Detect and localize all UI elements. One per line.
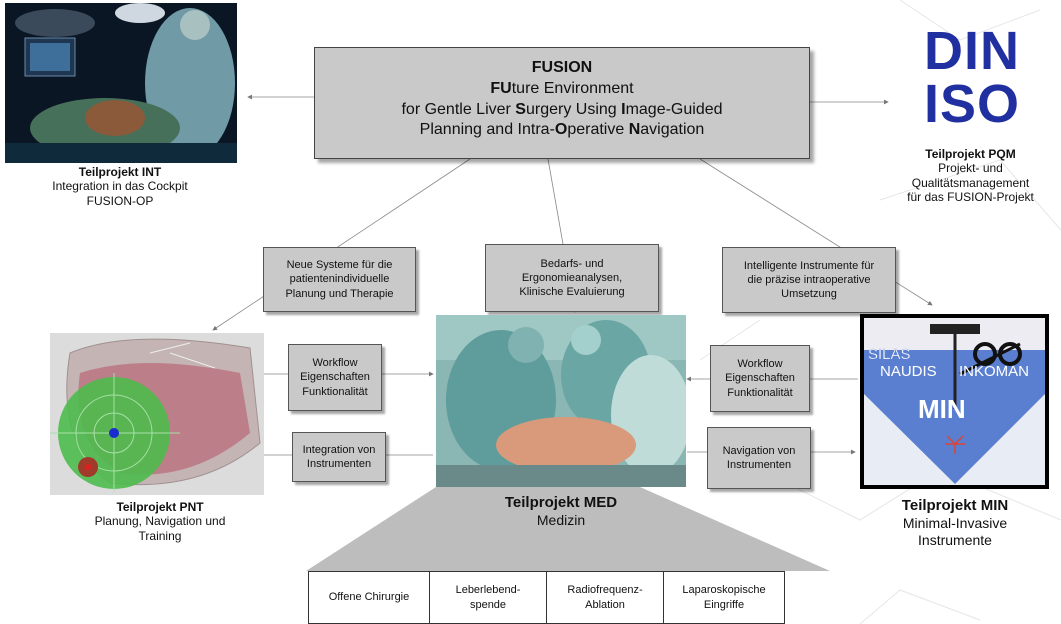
cell-radiofrequenz: Radiofrequenz-Ablation bbox=[546, 571, 664, 624]
pnt-caption: Teilprojekt PNT Planung, Navigation und … bbox=[60, 500, 260, 543]
text-line: Umsetzung bbox=[781, 288, 837, 301]
pnt-subtitle-2: Training bbox=[138, 528, 182, 543]
med-subtitle: Medizin bbox=[536, 512, 586, 528]
min-subtitle-1: Minimal-Invasive bbox=[902, 515, 1008, 531]
text-line: Funktionalität bbox=[727, 386, 793, 399]
text-line: Navigation von bbox=[722, 444, 796, 457]
pqm-subtitle-3: für das FUSION-Projekt bbox=[907, 190, 1034, 205]
min-caption: Teilprojekt MIN Minimal-Invasive Instrum… bbox=[855, 497, 1055, 549]
text-segment: urgery Using bbox=[525, 100, 622, 118]
text-line: Laparoskopische bbox=[682, 584, 766, 597]
cell-text: Offene Chirurgie bbox=[329, 590, 410, 604]
min-logo: SILAS NAUDIS INKOMAN MIN bbox=[860, 314, 1049, 489]
cell-offene-chirurgie: Offene Chirurgie bbox=[308, 571, 430, 624]
min-title: Teilprojekt MIN bbox=[901, 497, 1009, 514]
text-segment: mage-Guided bbox=[625, 100, 723, 118]
fusion-title-box: FUSION FUture Environment for Gentle Liv… bbox=[314, 47, 810, 159]
text-line: Eigenschaften bbox=[725, 372, 795, 385]
min-logo-word: SILAS bbox=[868, 346, 911, 363]
text-line: Planung und Therapie bbox=[285, 287, 394, 300]
text-segment: I bbox=[621, 100, 626, 118]
text-segment: N bbox=[628, 121, 641, 139]
min-logo-word: MIN bbox=[918, 394, 966, 424]
int-subtitle-1: Integration in das Cockpit bbox=[52, 179, 188, 194]
iso-logo-text: ISO bbox=[923, 73, 1021, 134]
text-line: Instrumenten bbox=[306, 458, 372, 470]
int-caption: Teilprojekt INT Integration in das Cockp… bbox=[20, 165, 220, 208]
text-line: Instrumenten bbox=[726, 459, 792, 471]
text-line: spende bbox=[469, 598, 507, 611]
text-line: Eingriffe bbox=[703, 598, 745, 611]
pqm-title: Teilprojekt PQM bbox=[925, 147, 1016, 161]
fusion-line-2: FUture Environment bbox=[315, 79, 809, 100]
med-photo bbox=[436, 315, 686, 487]
text-line: die präzise intraoperative bbox=[747, 273, 871, 286]
pqm-caption: Teilprojekt PQM Projekt- und Qualitätsma… bbox=[880, 147, 1061, 205]
text-line: Intelligente Instrumente für bbox=[743, 259, 875, 272]
text-line: Bedarfs- und bbox=[540, 257, 604, 270]
text-line: Integration von bbox=[302, 443, 376, 456]
text-line: Neue Systeme für die bbox=[286, 259, 393, 272]
text-segment: FU bbox=[490, 79, 512, 97]
text-segment: O bbox=[554, 121, 568, 139]
text-line: Ablation bbox=[585, 598, 625, 611]
text-line: Leberlebend- bbox=[455, 584, 521, 597]
min-logo-word: INKOMAN bbox=[959, 363, 1029, 380]
med-caption: Teilprojekt MED Medizin bbox=[436, 494, 686, 529]
cell-text: Leberlebend-spende bbox=[456, 583, 521, 612]
text-line: Funktionalität bbox=[302, 385, 368, 398]
int-subtitle-2: FUSION-OP bbox=[86, 193, 154, 208]
connector-line bbox=[212, 158, 471, 331]
pqm-subtitle-1: Projekt- und bbox=[938, 161, 1003, 176]
din-logo-text: DIN bbox=[924, 21, 1020, 81]
fusion-acronym: FUSION bbox=[531, 59, 593, 76]
text-segment: perative bbox=[567, 121, 629, 139]
pnt-subtitle-1: Planung, Navigation und bbox=[94, 514, 226, 529]
text-segment: for Gentle Liver bbox=[401, 100, 516, 118]
pnt-image bbox=[50, 333, 264, 495]
int-photo bbox=[5, 3, 237, 163]
text-line: Workflow bbox=[737, 358, 783, 371]
text-segment: ture Environment bbox=[511, 79, 634, 97]
pqm-subtitle-2: Qualitätsmanagement bbox=[911, 175, 1030, 190]
fusion-line-3: for Gentle Liver Surgery Using Image-Gui… bbox=[315, 100, 809, 121]
int-title: Teilprojekt INT bbox=[78, 165, 162, 179]
text-segment: S bbox=[515, 100, 526, 118]
med-title: Teilprojekt MED bbox=[504, 494, 618, 511]
text-line: Workflow bbox=[312, 357, 358, 370]
text-line: patientenindividuelle bbox=[289, 273, 390, 286]
text-line: Radiofrequenz- bbox=[567, 584, 643, 597]
min-logo-word: NAUDIS bbox=[880, 363, 937, 380]
text-segment: avigation bbox=[640, 121, 705, 139]
text-line: Klinische Evaluierung bbox=[519, 286, 625, 299]
text-line: Ergonomieanalysen, bbox=[521, 271, 623, 284]
min-subtitle-2: Instrumente bbox=[918, 531, 992, 548]
cell-text: Radiofrequenz-Ablation bbox=[567, 583, 642, 612]
text-segment: Planning and Intra- bbox=[419, 121, 555, 139]
fusion-line-4: Planning and Intra-Operative Navigation bbox=[315, 120, 809, 141]
pnt-title: Teilprojekt PNT bbox=[116, 500, 204, 514]
cell-leberlebendspende: Leberlebend-spende bbox=[429, 571, 547, 624]
fan-shape bbox=[306, 487, 830, 571]
text-line: Offene Chirurgie bbox=[328, 591, 410, 604]
text-line: Eigenschaften bbox=[300, 371, 370, 384]
din-iso-logo: DIN ISO bbox=[912, 21, 1032, 134]
